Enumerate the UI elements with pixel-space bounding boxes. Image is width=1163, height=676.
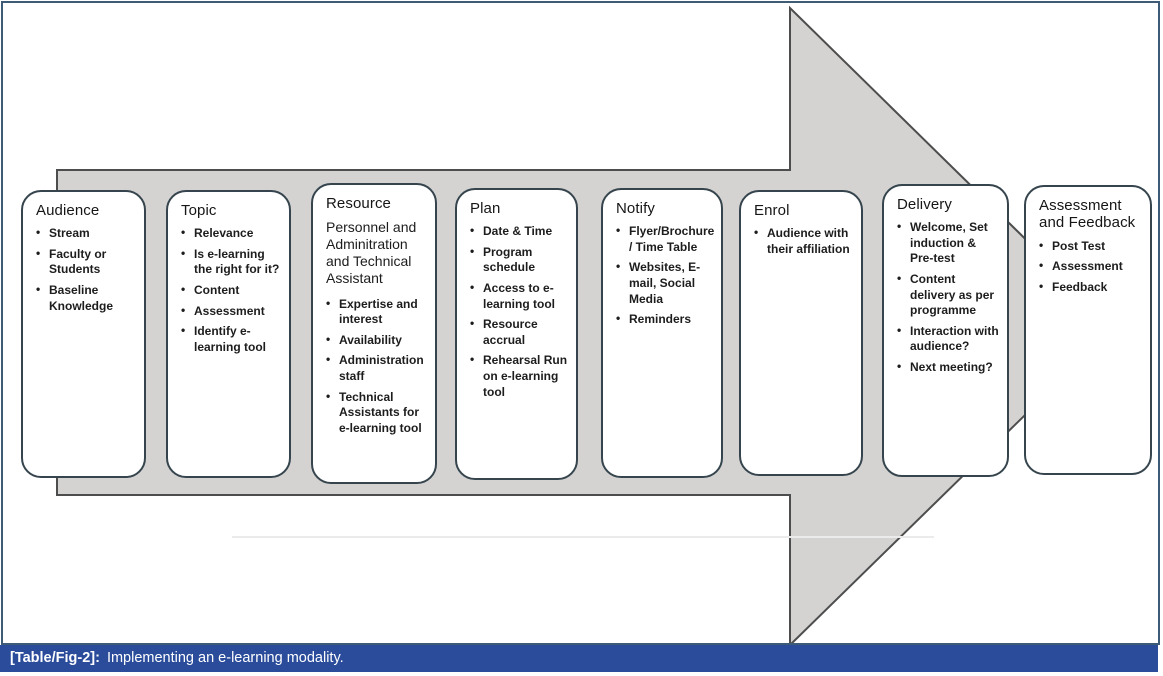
bullet-item: Availability bbox=[326, 332, 427, 349]
step-bullet-list: Relevance Is e-learning the right for it… bbox=[181, 225, 281, 355]
step-title: Notify bbox=[616, 200, 655, 217]
step-bullet-list: Date & Time Program schedule Access to e… bbox=[470, 223, 568, 400]
step-box-delivery: Delivery Welcome, Set induction & Pre-te… bbox=[882, 184, 1009, 477]
step-box-plan: Plan Date & Time Program schedule Access… bbox=[455, 188, 578, 480]
step-bullet-list: Welcome, Set induction & Pre-test Conten… bbox=[897, 219, 999, 376]
step-title: Resource bbox=[326, 195, 391, 212]
bullet-item: Expertise and interest bbox=[326, 296, 427, 328]
bullet-item: Access to e-learning tool bbox=[470, 280, 568, 312]
step-title: Assessment and Feedback bbox=[1039, 197, 1136, 232]
caption-bar: [Table/Fig-2]: Implementing an e-learning… bbox=[0, 645, 1158, 672]
bullet-item: Is e-learning the right for it? bbox=[181, 246, 281, 278]
step-title: Plan bbox=[470, 200, 501, 217]
bullet-item: Next meeting? bbox=[897, 359, 999, 376]
bullet-item: Rehearsal Run on e-learning tool bbox=[470, 352, 568, 400]
bullet-item: Feedback bbox=[1039, 279, 1145, 296]
step-title: Enrol bbox=[754, 202, 790, 219]
bullet-item: Faculty or Students bbox=[36, 246, 136, 278]
bullet-item: Relevance bbox=[181, 225, 281, 242]
step-box-enrol: Enrol Audience with their affiliation bbox=[739, 190, 863, 476]
scan-artifact-line bbox=[232, 536, 934, 538]
bullet-item: Identify e-learning tool bbox=[181, 323, 281, 355]
bullet-item: Baseline Knowledge bbox=[36, 282, 136, 314]
bullet-item: Assessment bbox=[1039, 258, 1145, 275]
bullet-item: Assessment bbox=[181, 303, 281, 320]
bullet-item: Content bbox=[181, 282, 281, 299]
step-title: Topic bbox=[181, 202, 217, 219]
bullet-item: Resource accrual bbox=[470, 316, 568, 348]
step-box-notify: Notify Flyer/Brochure / Time Table Websi… bbox=[601, 188, 723, 478]
bullet-item: Flyer/Brochure / Time Table bbox=[616, 223, 716, 255]
bullet-item: Technical Assistants for e-learning tool bbox=[326, 389, 427, 437]
figure-frame bbox=[1, 1, 1160, 645]
bullet-item: Content delivery as per programme bbox=[897, 271, 999, 319]
step-bullet-list: Post Test Assessment Feedback bbox=[1039, 238, 1145, 296]
bullet-item: Interaction with audience? bbox=[897, 323, 999, 355]
bullet-item: Date & Time bbox=[470, 223, 568, 240]
step-bullet-list: Flyer/Brochure / Time Table Websites, E-… bbox=[616, 223, 716, 328]
caption-text: Implementing an e-learning modality. bbox=[106, 650, 344, 666]
step-box-topic: Topic Relevance Is e-learning the right … bbox=[166, 190, 291, 478]
step-box-audience: Audience Stream Faculty or Students Base… bbox=[21, 190, 146, 478]
bullet-item: Websites, E-mail, Social Media bbox=[616, 259, 716, 307]
step-bullet-list: Stream Faculty or Students Baseline Know… bbox=[36, 225, 136, 314]
bullet-item: Post Test bbox=[1039, 238, 1145, 255]
bullet-item: Administration staff bbox=[326, 352, 427, 384]
step-title: Delivery bbox=[897, 196, 952, 213]
bullet-item: Audience with their affiliation bbox=[754, 225, 853, 257]
step-title: Audience bbox=[36, 202, 100, 219]
bullet-item: Program schedule bbox=[470, 244, 568, 276]
step-box-assessment-feedback: Assessment and Feedback Post Test Assess… bbox=[1024, 185, 1152, 475]
step-bullet-list: Expertise and interest Availability Admi… bbox=[326, 296, 427, 437]
caption-label: [Table/Fig-2]: bbox=[10, 650, 100, 666]
bullet-item: Welcome, Set induction & Pre-test bbox=[897, 219, 999, 267]
step-box-resource: Resource Personnel and Adminitration and… bbox=[311, 183, 437, 484]
bullet-item: Reminders bbox=[616, 311, 716, 328]
process-arrow-shape bbox=[56, 5, 1117, 648]
bullet-item: Stream bbox=[36, 225, 136, 242]
step-subtitle: Personnel and Adminitration and Technica… bbox=[326, 219, 417, 287]
step-bullet-list: Audience with their affiliation bbox=[754, 225, 853, 257]
